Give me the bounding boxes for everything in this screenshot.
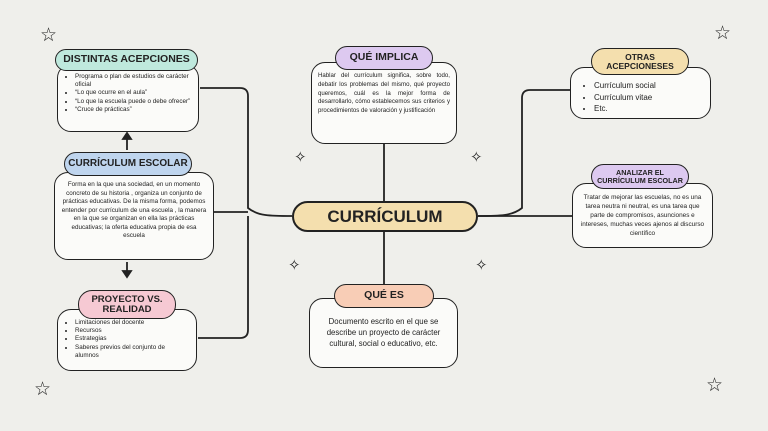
star-outline-icon: ☆	[706, 374, 724, 396]
arrow-down-head	[121, 270, 133, 279]
list-item: “Lo que la escuela puede o debe ofrecer”	[75, 98, 192, 106]
implica-text: Hablar del currículum significa, sobre t…	[318, 72, 450, 115]
escolar-title-text: CURRÍCULUM ESCOLAR	[68, 157, 188, 169]
list-item: Programa o plan de estudios de carácter …	[75, 73, 192, 89]
list-item: Etc.	[594, 103, 704, 115]
list-item: “Lo que ocurre en el aula”	[75, 89, 192, 97]
list-item: Limitaciones del docente	[75, 319, 190, 327]
proyecto-title-text: PROYECTO VS. REALIDAD	[91, 293, 163, 315]
star-outline-icon: ☆	[34, 378, 52, 400]
distintas-title-text: DISTINTAS ACEPCIONES	[63, 53, 190, 66]
distintas-box: Programa o plan de estudios de carácter …	[57, 64, 199, 132]
proyecto-title: PROYECTO VS. REALIDAD	[78, 290, 176, 319]
center-node: CURRÍCULUM	[292, 201, 478, 232]
connector-otras	[477, 89, 570, 217]
otras-box: Currículum social Currículum vitae Etc.	[570, 67, 711, 119]
quees-box: Documento escrito en el que se describe …	[309, 298, 458, 368]
escolar-text: Forma en la que una sociedad, en un mome…	[61, 181, 207, 239]
list-item: Saberes previos del conjunto de alumnos	[75, 344, 190, 360]
escolar-box: Forma en la que una sociedad, en un mome…	[54, 172, 214, 260]
center-title: CURRÍCULUM	[327, 206, 443, 226]
list-item: Estrategias	[75, 335, 190, 343]
list-item: “Cruce de prácticas”	[75, 106, 192, 114]
otras-title: OTRAS ACEPCIONESES	[591, 48, 689, 75]
analizar-box: Tratar de mejorar las escuelas, no es un…	[572, 183, 713, 248]
implica-box: Hablar del currículum significa, sobre t…	[311, 62, 457, 144]
quees-title-text: QUÉ ES	[364, 289, 404, 302]
list-item: Recursos	[75, 327, 190, 335]
analizar-text: Tratar de mejorar las escuelas, no es un…	[580, 194, 705, 237]
analizar-title-text: ANALIZAR EL CURRÍCULUM ESCOLAR	[597, 167, 683, 185]
list-item: Currículum vitae	[594, 92, 704, 104]
sparkle-icon: ✧	[470, 148, 483, 166]
sparkle-icon: ✧	[294, 148, 307, 166]
proyecto-box: Limitaciones del docente Recursos Estrat…	[57, 309, 197, 371]
arrow-up-head	[121, 131, 133, 140]
list-item: Currículum social	[594, 80, 704, 92]
quees-title: QUÉ ES	[334, 284, 434, 308]
otras-list: Currículum social Currículum vitae Etc.	[581, 80, 704, 115]
star-outline-icon: ☆	[40, 24, 58, 46]
otras-title-text: OTRAS ACEPCIONESES	[606, 51, 674, 71]
analizar-title: ANALIZAR EL CURRÍCULUM ESCOLAR	[591, 164, 689, 189]
quees-text: Documento escrito en el que se describe …	[326, 317, 441, 348]
implica-title: QUÉ IMPLICA	[335, 46, 433, 70]
proyecto-list: Limitaciones del docente Recursos Estrat…	[62, 319, 190, 360]
connector-proyecto	[198, 216, 249, 339]
sparkle-icon: ✧	[475, 256, 488, 274]
implica-title-text: QUÉ IMPLICA	[349, 51, 419, 64]
distintas-title: DISTINTAS ACEPCIONES	[55, 49, 198, 71]
escolar-title: CURRÍCULUM ESCOLAR	[64, 152, 192, 176]
distintas-list: Programa o plan de estudios de carácter …	[62, 73, 192, 114]
connector-distintas	[200, 87, 293, 217]
sparkle-icon: ✧	[288, 256, 301, 274]
star-outline-icon: ☆	[714, 22, 732, 44]
